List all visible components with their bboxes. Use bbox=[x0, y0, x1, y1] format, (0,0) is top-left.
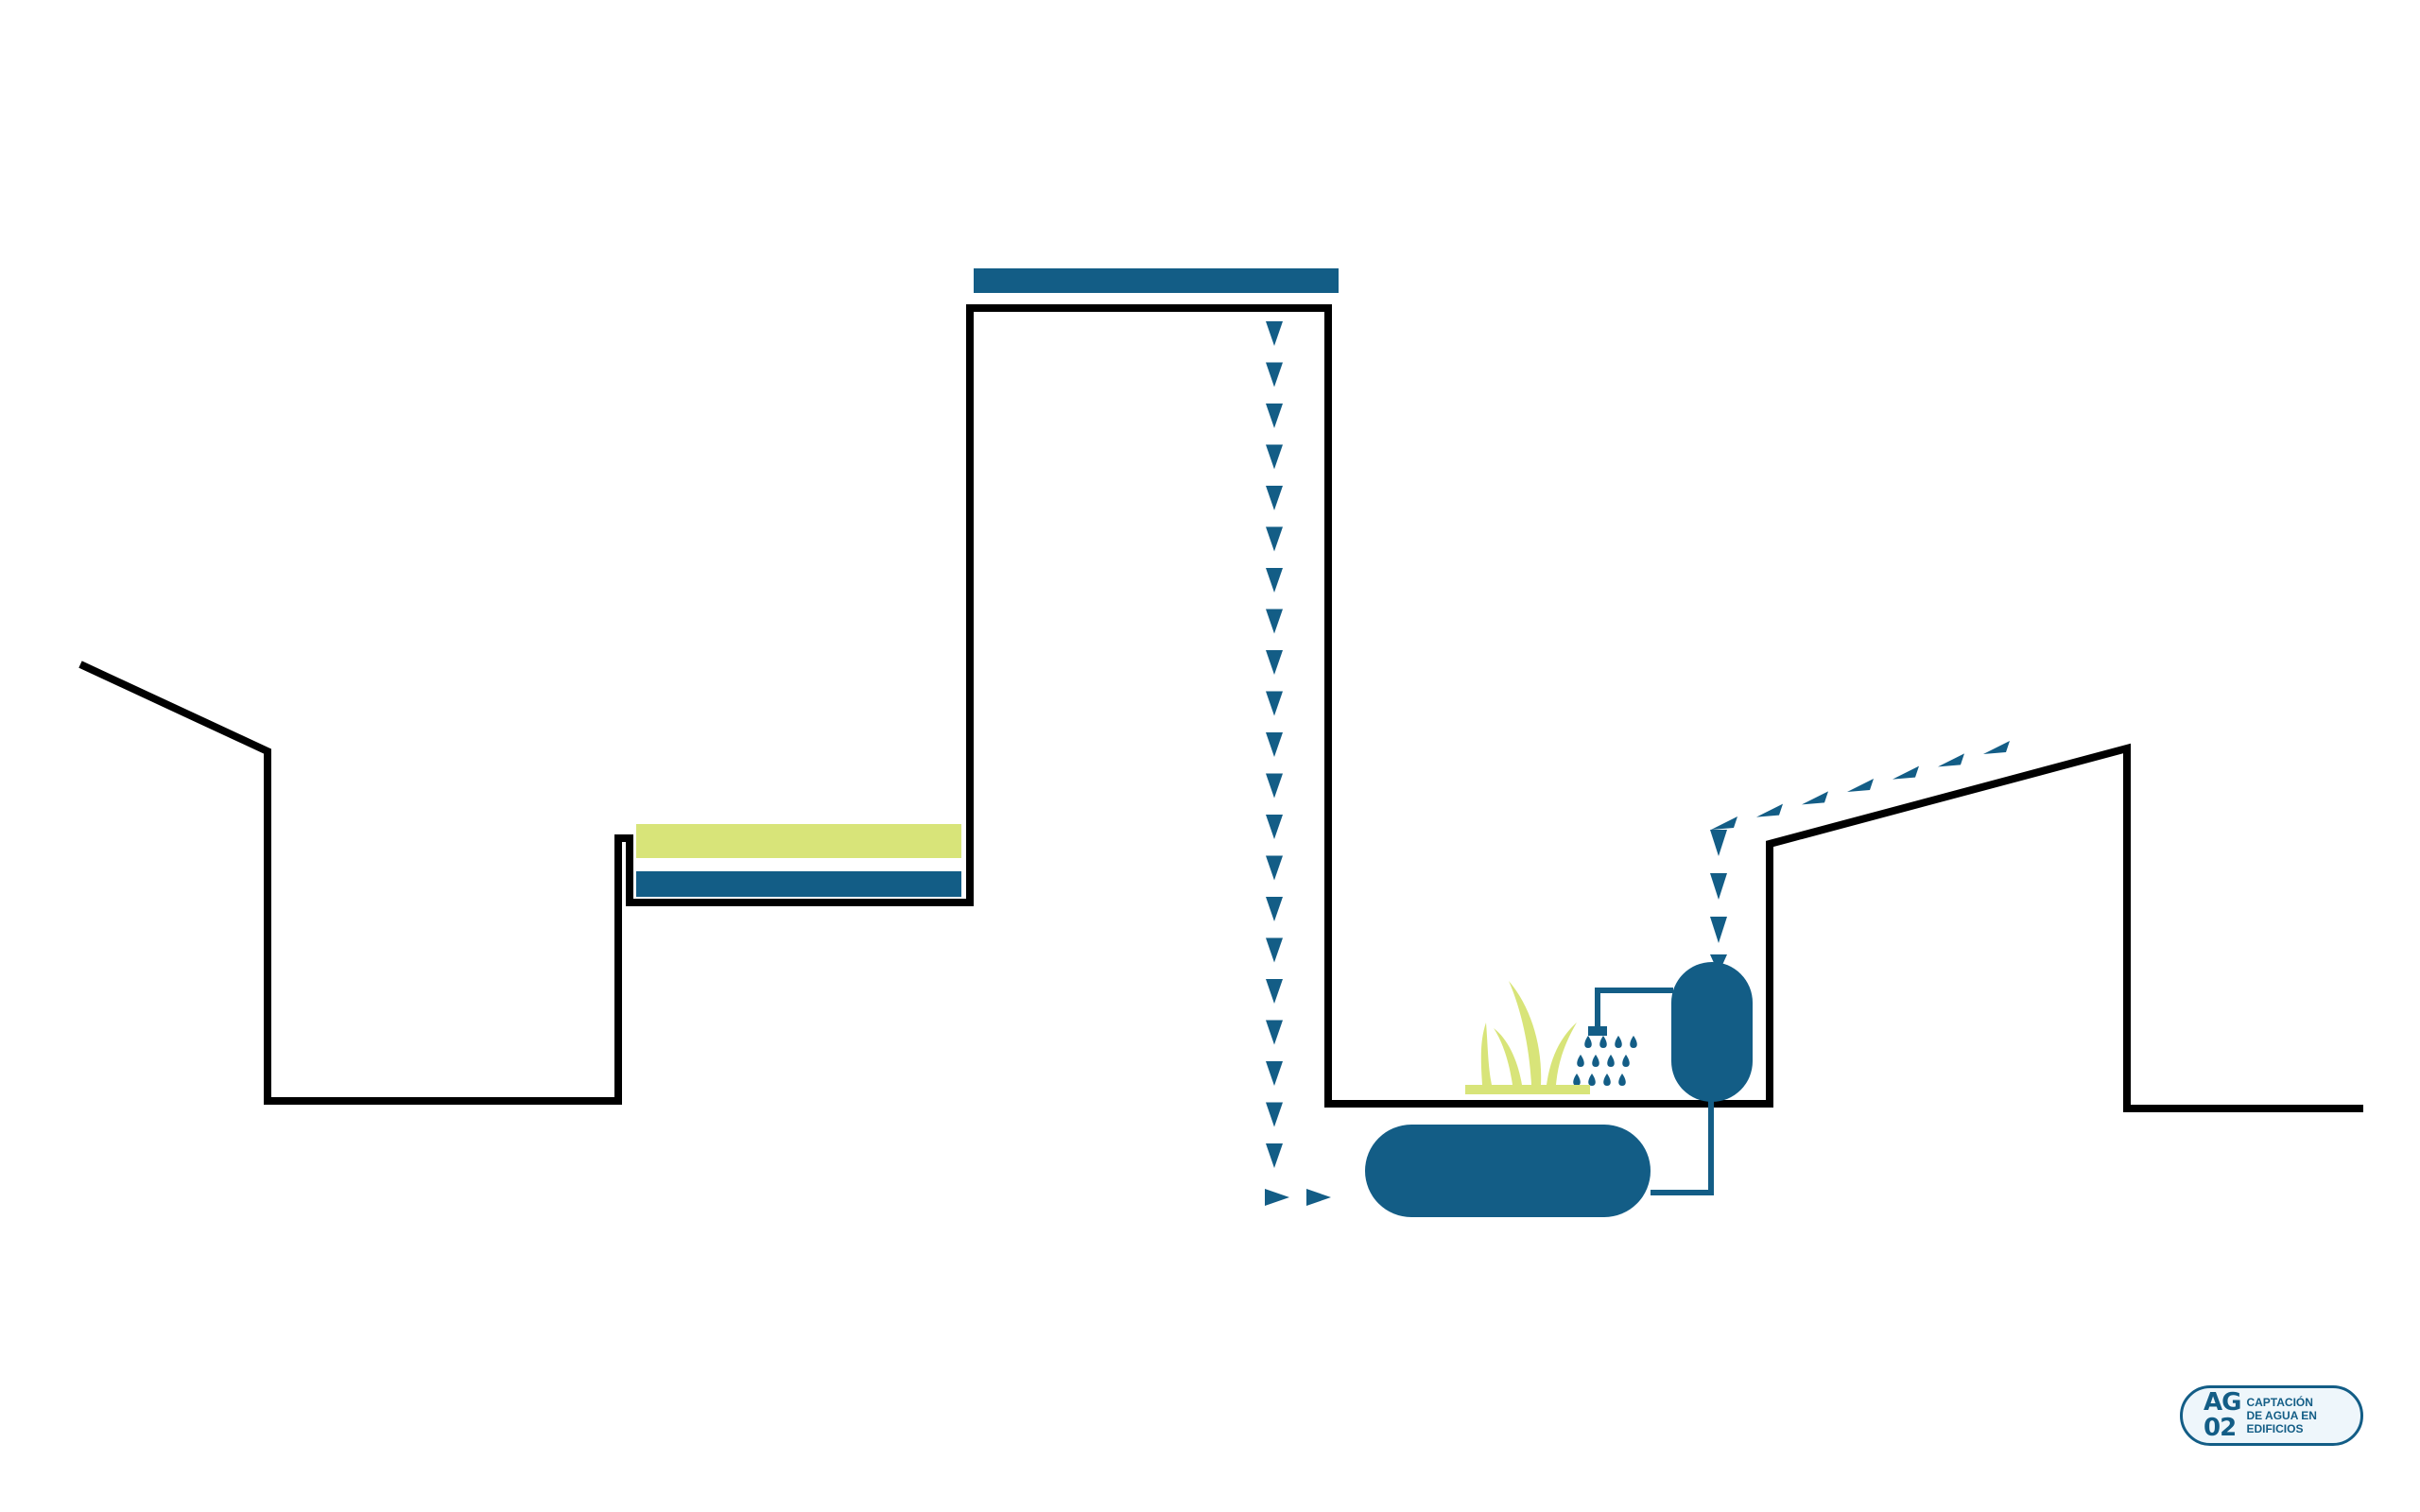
rain-arrow-icon bbox=[1756, 803, 1783, 817]
project-badge: AG 02 CAPTACIÓN DE AGUA EN EDIFICIOS bbox=[2180, 1385, 2363, 1446]
water-drop-icon bbox=[1584, 1036, 1592, 1048]
badge-code-line1: AG bbox=[2204, 1388, 2241, 1417]
rain-arrow-icon bbox=[1710, 830, 1727, 856]
water-drop-icon bbox=[1615, 1036, 1622, 1048]
rain-arrow-icon bbox=[1266, 897, 1283, 921]
water-drop-icon bbox=[1588, 1074, 1596, 1086]
rain-arrow-icon bbox=[1266, 404, 1283, 428]
rain-arrow-icon bbox=[1711, 816, 1737, 830]
water-drop-icon bbox=[1577, 1055, 1584, 1067]
water-drop-icon bbox=[1622, 1055, 1630, 1067]
building-outline bbox=[78, 304, 2363, 1112]
rain-arrow-icon bbox=[1266, 650, 1283, 675]
rain-arrow-icon bbox=[1266, 691, 1283, 716]
irrigation-drops bbox=[1573, 1036, 1637, 1086]
rain-arrow-icon bbox=[1847, 779, 1874, 792]
cistern-inflow-arrows bbox=[1265, 1189, 1331, 1206]
rain-arrow-icon bbox=[1266, 321, 1283, 346]
rain-arrow-icon bbox=[1266, 1143, 1283, 1168]
rain-arrow-icon bbox=[1265, 1189, 1289, 1206]
green-roof-water-layer bbox=[636, 871, 961, 897]
rain-arrow-icon bbox=[1306, 1189, 1331, 1206]
rain-arrow-icon bbox=[1983, 741, 2010, 754]
pressure-tank-inflow-arrows bbox=[1710, 830, 1727, 973]
water-drop-icon bbox=[1592, 1055, 1599, 1067]
water-drop-icon bbox=[1603, 1074, 1611, 1086]
water-drop-icon bbox=[1607, 1055, 1615, 1067]
roof-collection-surface bbox=[974, 268, 1339, 293]
badge-code-line2: 02 bbox=[2204, 1414, 2237, 1442]
badge-text: CAPTACIÓN DE AGUA EN EDIFICIOS bbox=[2246, 1396, 2316, 1435]
irrigation-nozzle bbox=[1588, 1026, 1607, 1036]
badge-code: AG 02 bbox=[2204, 1388, 2241, 1442]
rain-arrow-icon bbox=[1266, 486, 1283, 510]
rain-arrow-icon bbox=[1802, 791, 1828, 805]
rain-arrow-icon bbox=[1266, 732, 1283, 757]
rain-arrow-icon bbox=[1266, 979, 1283, 1004]
rain-arrow-icon bbox=[1710, 873, 1727, 900]
rain-arrow-icon bbox=[1266, 773, 1283, 799]
water-drop-icon bbox=[1573, 1074, 1581, 1086]
green-roof-vegetation-layer bbox=[636, 824, 961, 858]
rain-arrow-icon bbox=[1266, 444, 1283, 470]
rain-arrow-icon bbox=[1266, 815, 1283, 839]
rain-arrow-icon bbox=[1893, 765, 1919, 780]
water-drop-icon bbox=[1630, 1036, 1637, 1048]
rain-arrow-icon bbox=[1266, 937, 1283, 963]
grass-icon bbox=[1465, 981, 1590, 1094]
downpipe-flow-arrows bbox=[1266, 321, 1283, 1168]
water-drop-icon bbox=[1618, 1074, 1626, 1086]
badge-text-line1: CAPTACIÓN bbox=[2246, 1396, 2313, 1409]
rain-arrow-icon bbox=[1266, 362, 1283, 387]
rain-arrow-icon bbox=[1266, 1102, 1283, 1127]
roof-runoff-arrows bbox=[1711, 741, 2010, 830]
cistern-tank-icon bbox=[1365, 1125, 1651, 1217]
rain-arrow-icon bbox=[1266, 526, 1283, 552]
rain-arrow-icon bbox=[1266, 1020, 1283, 1045]
rain-arrow-icon bbox=[1266, 568, 1283, 593]
water-drop-icon bbox=[1599, 1036, 1607, 1048]
irrigation-pipe bbox=[1595, 988, 1673, 1030]
rain-arrow-icon bbox=[1710, 917, 1727, 943]
rain-arrow-icon bbox=[1266, 855, 1283, 881]
connection-pipe bbox=[1651, 1087, 1714, 1195]
rain-arrow-icon bbox=[1266, 1061, 1283, 1086]
badge-text-line2: DE AGUA EN bbox=[2246, 1409, 2317, 1422]
rain-arrow-icon bbox=[1266, 609, 1283, 634]
pressure-tank-icon bbox=[1671, 962, 1753, 1102]
rain-arrow-icon bbox=[1938, 753, 1964, 767]
badge-text-line3: EDIFICIOS bbox=[2246, 1422, 2304, 1435]
